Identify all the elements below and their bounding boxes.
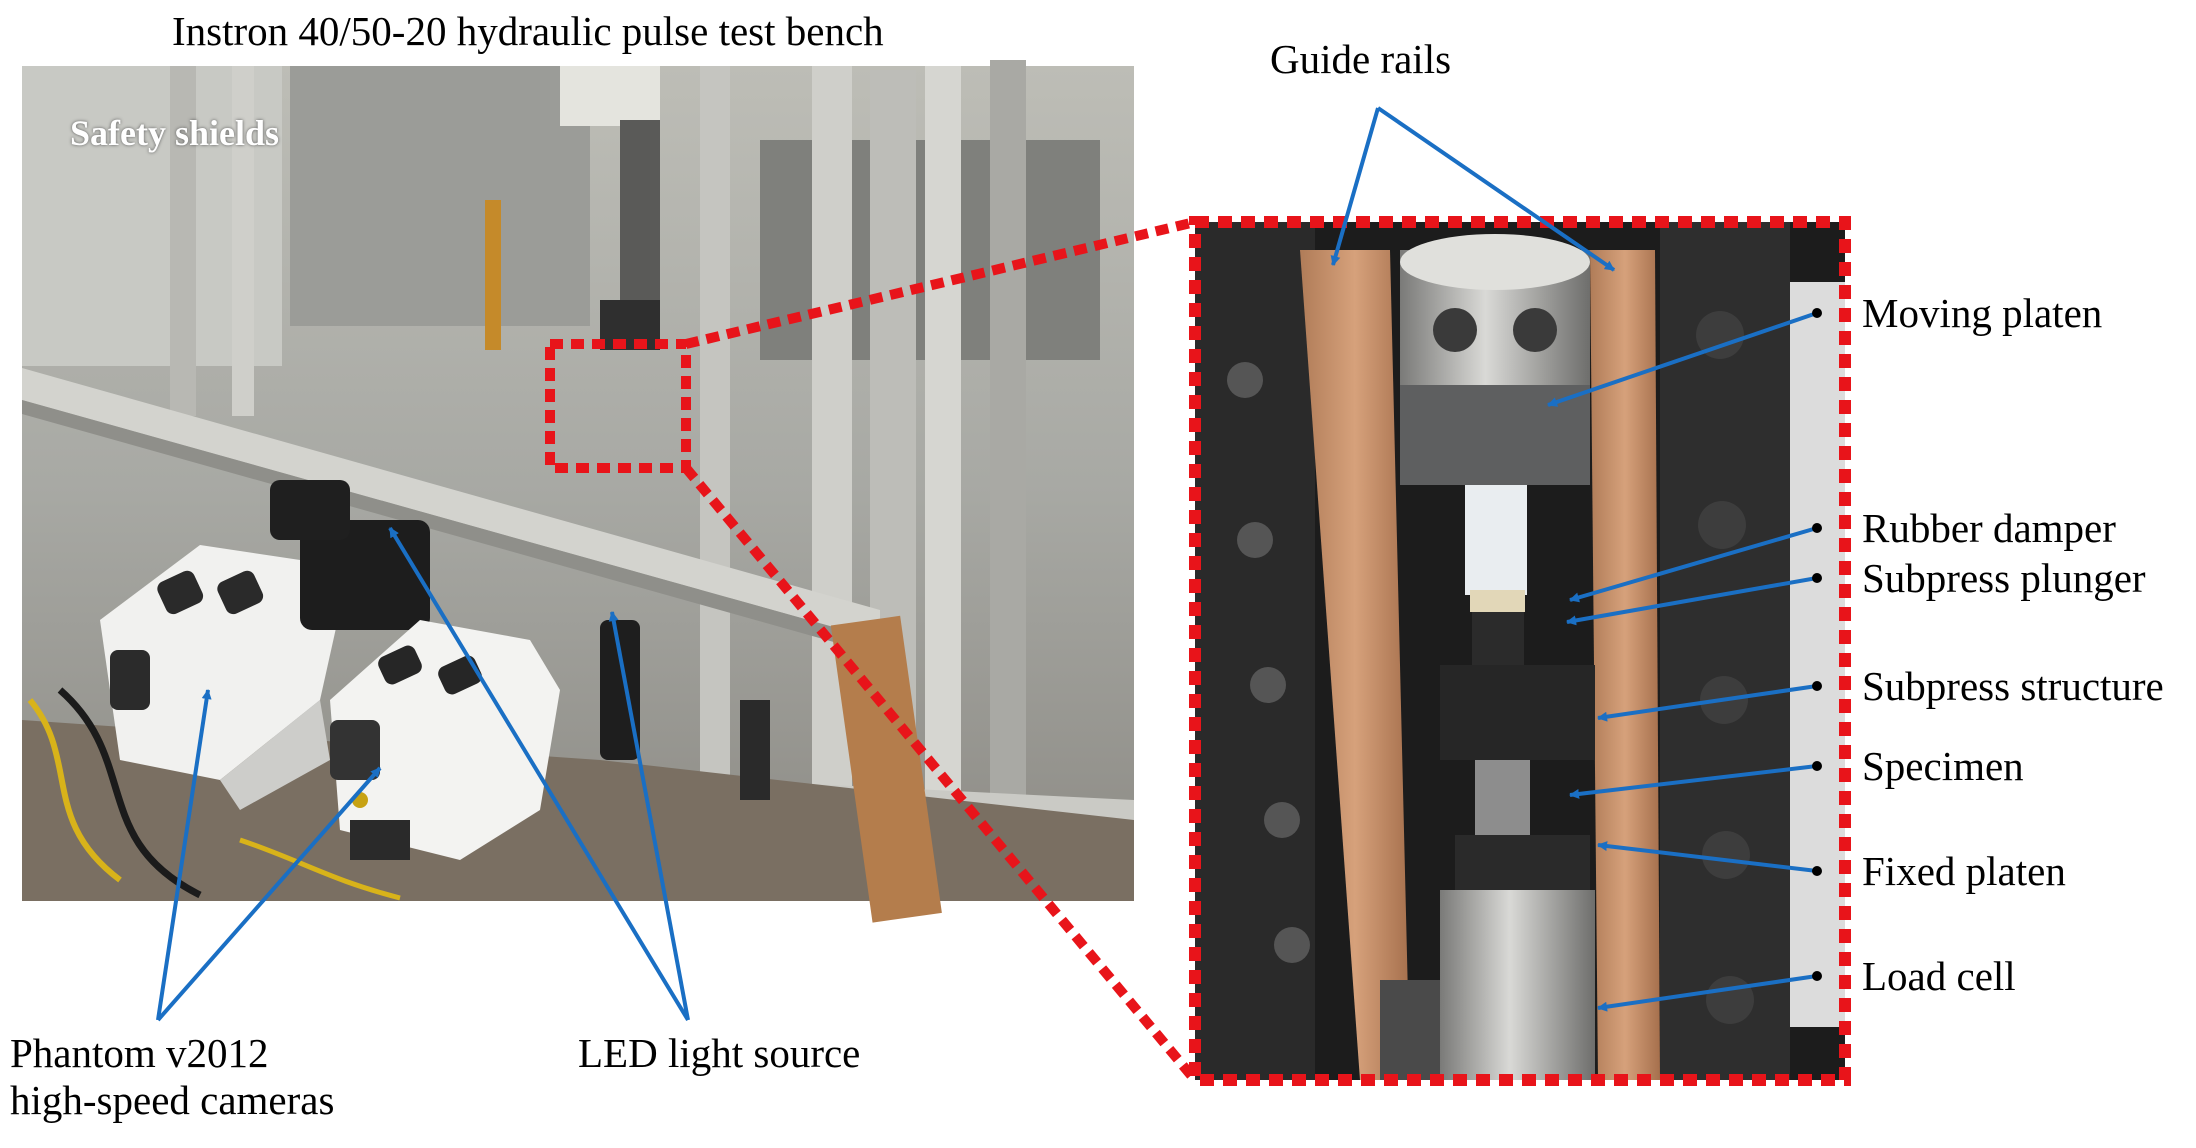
label-subpress-structure: Subpress structure xyxy=(1862,663,2164,709)
subpress-structure xyxy=(1440,665,1595,760)
specimen-zoom-photo xyxy=(1195,222,1845,1080)
label-load-cell: Load cell xyxy=(1862,953,2016,999)
subpress-plunger xyxy=(1472,612,1524,672)
annotation-arrows xyxy=(156,106,1818,1022)
test-bench-photo xyxy=(22,60,1134,923)
safety-shields-label: Safety shields xyxy=(70,113,280,153)
label-moving-platen: Moving platen xyxy=(1862,290,2103,336)
guide-rails-label: Guide rails xyxy=(1270,36,1452,82)
label-specimen: Specimen xyxy=(1862,743,2024,789)
label-subpress-plunger: Subpress plunger xyxy=(1862,555,2146,601)
rubber-damper xyxy=(1470,590,1525,612)
label-fixed-platen: Fixed platen xyxy=(1862,848,2066,894)
label-anchor-dots xyxy=(1812,308,1822,981)
specimen xyxy=(1475,760,1530,835)
load-cell xyxy=(1440,890,1595,1080)
cameras-label: Phantom v2012 high-speed cameras xyxy=(10,1030,334,1124)
zoom-connector-top xyxy=(684,217,1197,349)
guide-rail-right xyxy=(1590,250,1660,1080)
led-light-source xyxy=(270,480,350,540)
camera-right xyxy=(330,620,560,860)
led-label: LED light source xyxy=(578,1030,861,1076)
figure-title: Instron 40/50-20 hydraulic pulse test be… xyxy=(172,8,884,54)
zoom-region-large xyxy=(1189,216,1851,1086)
zoom-region-small xyxy=(545,339,691,473)
label-rubber-damper: Rubber damper xyxy=(1862,505,2116,551)
cameras-label-line-2: high-speed cameras xyxy=(10,1077,335,1124)
cameras-label-line-1: Phantom v2012 xyxy=(10,1030,269,1076)
fixed-platen xyxy=(1455,835,1590,890)
guide-rail-left xyxy=(1300,250,1410,1080)
camera-left xyxy=(100,520,430,810)
zoom-connector-bottom xyxy=(682,464,1199,1084)
